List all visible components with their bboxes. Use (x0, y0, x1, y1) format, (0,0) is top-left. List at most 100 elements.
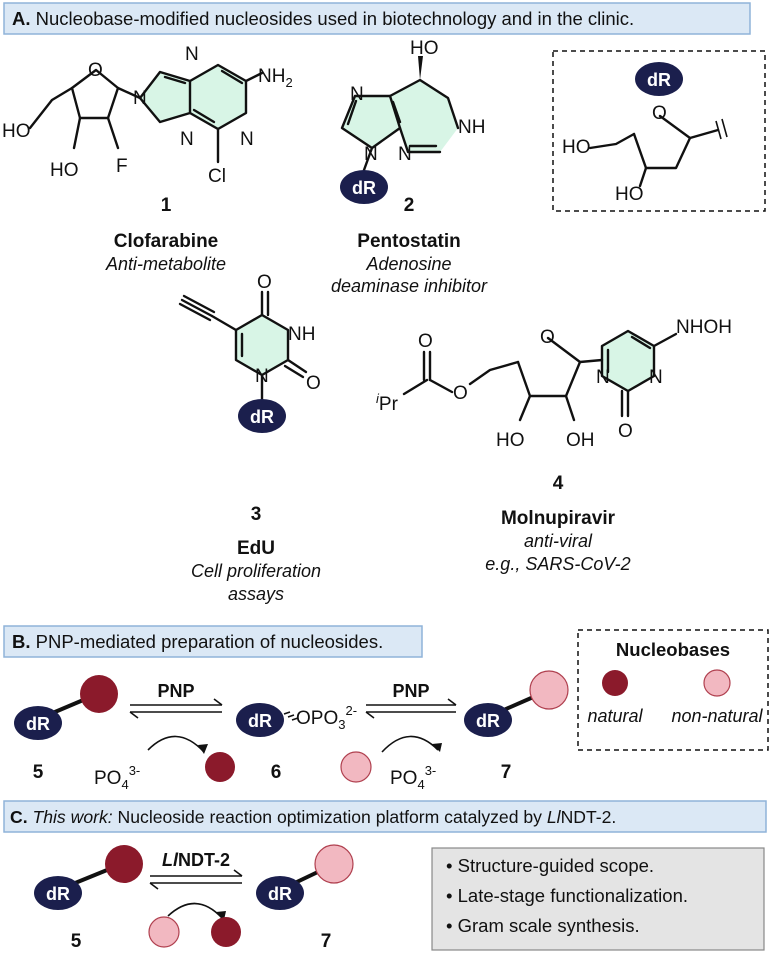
section-c-title: C. This work: Nucleoside reaction optimi… (10, 807, 616, 827)
section-b-title: B. PNP-mediated preparation of nucleosid… (12, 631, 383, 652)
compound-2-dR-badge: dR (340, 170, 388, 204)
compound-2-N-ring: N (398, 144, 412, 165)
pnp-compound-7-number: 7 (501, 762, 512, 783)
pnp-phosphate-out: PO43- (390, 763, 436, 792)
this-work-compound-5: dR (34, 845, 143, 910)
compound-2-NH: NH (458, 117, 485, 138)
compound-1-name: Clofarabine (114, 231, 219, 252)
compound-3-number: 3 (251, 504, 262, 525)
compound-2-N-bottom: N (364, 144, 378, 165)
compound-2-N-top: N (350, 84, 364, 105)
section-a-header: A. Nucleobase-modified nucleosides used … (3, 2, 751, 35)
compound-2-HO: HO (410, 38, 439, 59)
this-work-compound-7-number: 7 (321, 931, 332, 952)
compound-4-O-carbonyl: O (618, 421, 633, 442)
legend-non-natural-swatch (703, 669, 731, 697)
dR-definition-box: dR (552, 50, 766, 212)
released-natural-nucleobase (205, 752, 235, 782)
bullet-2: • Late-stage functionalization. (446, 885, 688, 906)
compound-1-description: Anti-metabolite (105, 254, 226, 274)
compound-4-name: Molnupiravir (501, 508, 616, 529)
compound-3-dR-badge: dR (238, 399, 286, 433)
compound-1-N9: N (133, 88, 147, 109)
compound-4-description-2: e.g., SARS-CoV-2 (485, 554, 630, 574)
compound-1-N1: N (240, 129, 254, 150)
compound-1-HO-top: HO (2, 121, 31, 142)
pnp-7-dR-label: dR (476, 711, 500, 731)
compound-1-N3: N (180, 129, 194, 150)
pnp-5-dR-label: dR (26, 714, 50, 734)
svg-text:dR: dR (250, 407, 274, 427)
compound-1-F: F (116, 156, 128, 177)
legend-natural-label: natural (587, 706, 643, 726)
section-b-header: B. PNP-mediated preparation of nucleosid… (3, 625, 423, 658)
this-work-equilibrium-arrow: LlNDT-2 (149, 850, 243, 920)
natural-nucleobase (80, 675, 118, 713)
compound-2-wedge-bond (418, 56, 423, 80)
section-c-header: C. This work: Nucleoside reaction optimi… (3, 800, 767, 833)
bullet-1: • Structure-guided scope. (446, 855, 654, 876)
section-a-letter: A. (12, 8, 31, 29)
compound-2-name: Pentostatin (357, 231, 460, 252)
compound-4-ester-O: O (453, 383, 468, 404)
pnp-6-dR-label: dR (248, 711, 272, 731)
pnp-compound-5: dR (14, 675, 118, 740)
compound-4-structure (402, 329, 678, 422)
pnp-equilibrium-arrow-1: PNP (129, 681, 223, 754)
legend-natural-swatch (602, 670, 628, 696)
compound-1-N7: N (185, 44, 199, 65)
dR-definition-label: dR (647, 70, 671, 90)
pnp-compound-7: dR (464, 670, 569, 737)
compound-4-NHOH: NHOH (676, 317, 732, 338)
compound-2-structure (340, 56, 460, 172)
pnp-enzyme-label-2: PNP (392, 681, 429, 701)
compound-3-description-2: assays (228, 584, 284, 604)
this-work-compound-5-number: 5 (71, 931, 82, 952)
this-work-7-dR-label: dR (268, 884, 292, 904)
compound-3-description-1: Cell proliferation (191, 561, 321, 581)
compound-3-uracil-ring (236, 315, 288, 375)
compound-1-number: 1 (161, 195, 172, 216)
compound-2-imidazole-ring (342, 96, 400, 148)
compound-4-HO: HO (496, 430, 525, 451)
legend-non-natural-label: non-natural (671, 706, 763, 726)
section-a-title-text: Nucleobase-modified nucleosides used in … (31, 8, 635, 29)
compound-3-O-top: O (257, 272, 272, 293)
compound-1-imidazole-ring (140, 72, 190, 122)
incoming-non-natural-nucleobase (340, 751, 372, 783)
compound-1-pyrimidine-ring (190, 65, 246, 129)
compound-3-name: EdU (237, 538, 275, 559)
compound-4-OH: OH (566, 430, 595, 451)
compound-1-Cl: Cl (208, 166, 226, 187)
compound-4-number: 4 (553, 473, 564, 494)
compound-4-N3: N (649, 367, 663, 388)
this-work-compound-7: dR (256, 844, 354, 910)
legend-title: Nucleobases (616, 639, 730, 660)
compound-4-iPr: iPr (376, 391, 399, 415)
compound-1-HO-bottom: HO (50, 160, 79, 181)
this-work-enzyme-label: LlNDT-2 (162, 850, 230, 870)
compound-4-N1: N (596, 367, 610, 388)
this-work-non-natural-nucleobase-in (148, 916, 180, 948)
section-a-title: A. Nucleobase-modified nucleosides used … (12, 8, 634, 29)
compound-4-ring-O: O (540, 327, 555, 348)
compound-2-description-1: Adenosine (365, 254, 451, 274)
pnp-sugar-phosphate: OPO32- (296, 703, 357, 732)
compound-4-carbonyl-O: O (418, 331, 433, 352)
compound-3-O-right: O (306, 373, 321, 394)
pnp-compound-6: dR (236, 703, 299, 737)
nucleobases-legend: Nucleobases natural non-natural (577, 629, 769, 751)
compound-3-structure (178, 290, 308, 402)
compound-1-structure (28, 63, 264, 164)
pnp-phosphate-in: PO43- (94, 763, 140, 792)
section-a-header-box (3, 2, 751, 35)
compound-2-description-2: deaminase inhibitor (331, 276, 488, 296)
dR-ring-O: O (652, 103, 667, 124)
this-work-natural-nucleobase-out (211, 917, 241, 947)
dR-HO-top: HO (562, 137, 591, 158)
bullet-3: • Gram scale synthesis. (446, 915, 640, 936)
compound-4-cytidine-ring (602, 331, 654, 391)
compound-3-N1: N (255, 366, 269, 387)
this-work-bullets-box: • Structure-guided scope. • Late-stage f… (431, 847, 765, 951)
pnp-equilibrium-arrow-2: PNP (365, 681, 457, 753)
